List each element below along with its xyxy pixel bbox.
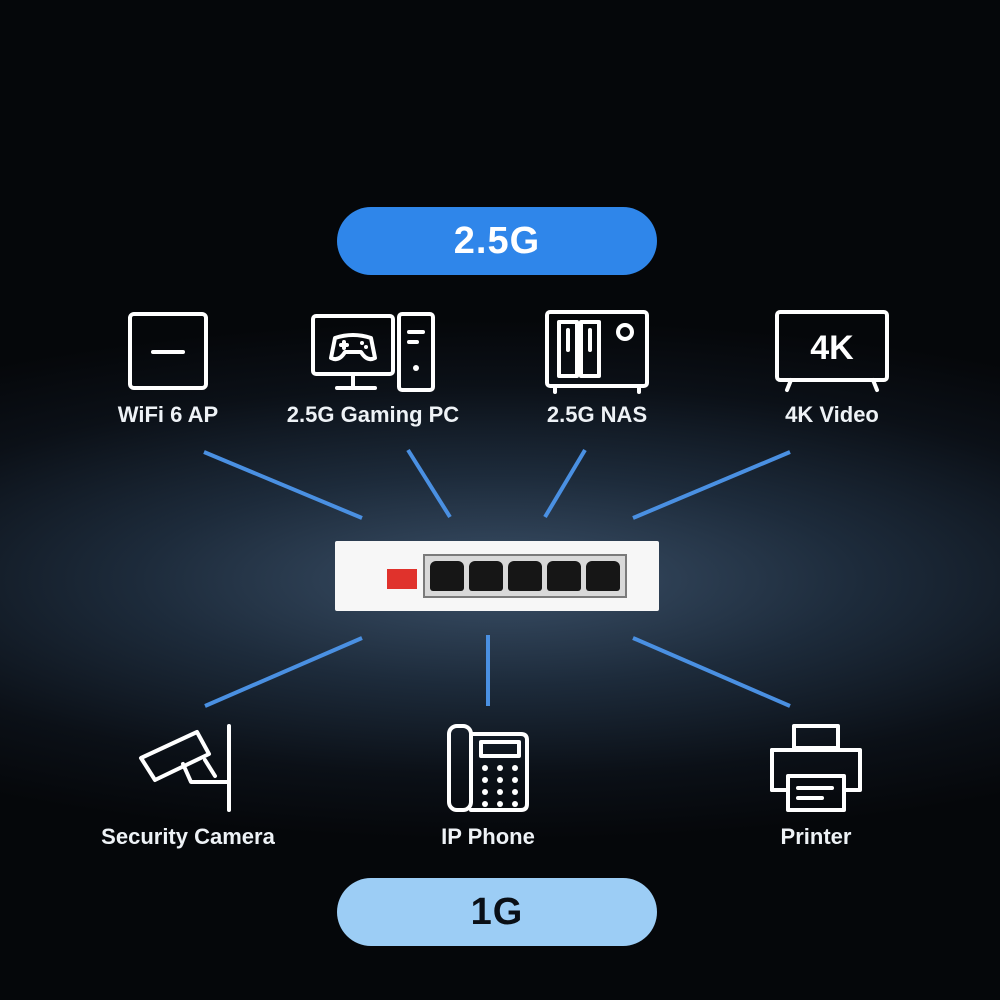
- link-gaming-pc: [406, 448, 452, 519]
- ethernet-port: [546, 561, 581, 591]
- access-point-icon: [128, 312, 208, 390]
- device-label: 2.5G Gaming PC: [286, 402, 460, 427]
- device-wifi-ap: WiFi 6 AP: [88, 308, 248, 428]
- link-security-camera: [204, 636, 363, 708]
- ethernet-port: [507, 561, 542, 591]
- device-label: Security Camera: [101, 824, 275, 849]
- gaming-pc-icon: [311, 312, 435, 392]
- link-printer: [632, 636, 791, 708]
- tv-icon: 4K: [775, 310, 889, 392]
- tv-icon-text: 4K: [810, 329, 854, 367]
- device-nas: 2.5G NAS: [527, 308, 667, 428]
- switch-led-panel: [387, 569, 417, 589]
- device-4k-video: 4K 4K Video: [752, 308, 912, 428]
- device-label: 4K Video: [785, 402, 879, 427]
- ethernet-port: [585, 561, 620, 591]
- ip-phone-icon: [447, 724, 529, 812]
- device-label: IP Phone: [441, 824, 535, 849]
- device-label: Printer: [780, 824, 852, 849]
- link-nas: [543, 448, 587, 519]
- device-ip-phone: IP Phone: [418, 720, 558, 850]
- tier-2-5g-badge: 2.5G: [337, 207, 657, 275]
- tier-1g-badge: 1G: [337, 878, 657, 946]
- device-gaming-pc: 2.5G Gaming PC: [258, 308, 488, 428]
- network-switch: [335, 541, 659, 611]
- link-4k-video: [632, 450, 791, 520]
- ethernet-port: [430, 561, 465, 591]
- device-security-camera: Security Camera: [88, 720, 288, 850]
- device-label: 2.5G NAS: [546, 402, 648, 427]
- nas-icon: [545, 310, 649, 394]
- ethernet-port: [469, 561, 504, 591]
- device-printer: Printer: [746, 720, 886, 850]
- printer-icon: [770, 724, 862, 812]
- switch-port-block: [423, 554, 627, 598]
- device-label: WiFi 6 AP: [117, 402, 219, 427]
- security-camera-icon: [139, 724, 231, 812]
- link-wifi-ap: [203, 450, 363, 520]
